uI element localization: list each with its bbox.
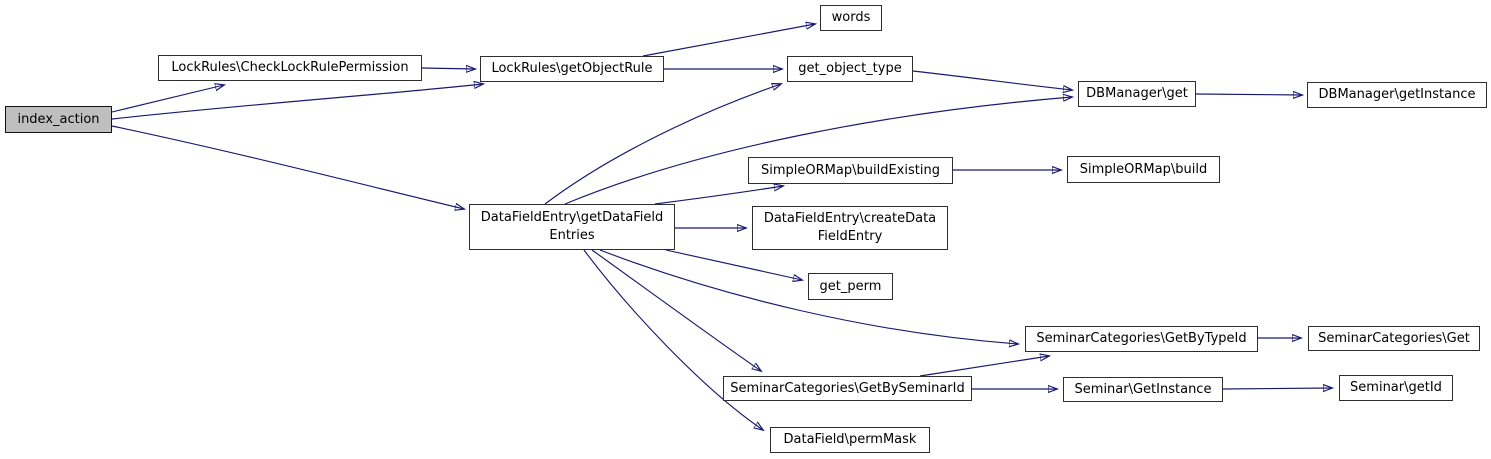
node-datafieldentry-getdatafieldentries[interactable]: DataFieldEntry\getDataField Entries (469, 204, 675, 250)
edge-getdatafieldentries-to-get_object_type (544, 84, 781, 205)
edge-getbyseminarid-to-getbytypeid (919, 356, 1049, 377)
node-seminar-getinstance[interactable]: Seminar\GetInstance (1063, 377, 1223, 402)
node-seminarcategories-getbytypeid[interactable]: SeminarCategories\GetByTypeId (1025, 326, 1258, 352)
node-words[interactable]: words (820, 5, 882, 31)
node-dbmanager-getinstance[interactable]: DBManager\getInstance (1307, 82, 1487, 108)
node-index-action: index_action (5, 106, 112, 133)
node-seminarcategories-get[interactable]: SeminarCategories\Get (1308, 326, 1480, 351)
node-lockrules-getobjectrule[interactable]: LockRules\getObjectRule (480, 56, 664, 82)
edge-get_object_type-to-dbmanager-get (912, 70, 1072, 90)
node-seminarcategories-getbyseminarid[interactable]: SeminarCategories\GetBySeminarId (723, 376, 972, 401)
node-simpleormap-build[interactable]: SimpleORMap\build (1067, 156, 1220, 183)
edge-getdatafieldentries-to-getbytypeid (599, 249, 1018, 344)
edge-index_action-to-getdatafieldentries (111, 125, 464, 209)
edge-seminar-getinstance-to-getid (1222, 388, 1332, 389)
node-lockrules-checklockrulepermission[interactable]: LockRules\CheckLockRulePermission (158, 55, 422, 81)
edge-getdatafieldentries-to-dbmanager-get (564, 97, 1072, 205)
node-dbmanager-get[interactable]: DBManager\get (1078, 81, 1196, 107)
node-datafieldentry-createdatafieldentry[interactable]: DataFieldEntry\createData FieldEntry (752, 206, 948, 250)
edge-dbmanager-get-to-getinstance (1195, 94, 1302, 95)
edge-getobjectrule-to-words (642, 24, 815, 57)
node-datafield-permmask[interactable]: DataField\permMask (770, 427, 930, 453)
edge-getdatafieldentries-to-buildexisting (654, 186, 783, 205)
node-get-object-type[interactable]: get_object_type (787, 56, 913, 82)
node-seminar-getid[interactable]: Seminar\getId (1339, 375, 1453, 401)
node-simpleormap-buildexisting[interactable]: SimpleORMap\buildExisting (748, 157, 953, 184)
edge-index_action-to-getobjectrule (111, 84, 483, 120)
edge-checklockrulepermission-to-getobjectrule (421, 68, 475, 69)
edge-getdatafieldentries-to-getbyseminarid (591, 249, 761, 371)
edge-getdatafieldentries-to-permmask (583, 249, 763, 430)
edge-index_action-to-checklockrulepermission (111, 85, 224, 113)
edge-getdatafieldentries-to-get_perm (665, 249, 802, 280)
node-get-perm[interactable]: get_perm (808, 273, 893, 300)
